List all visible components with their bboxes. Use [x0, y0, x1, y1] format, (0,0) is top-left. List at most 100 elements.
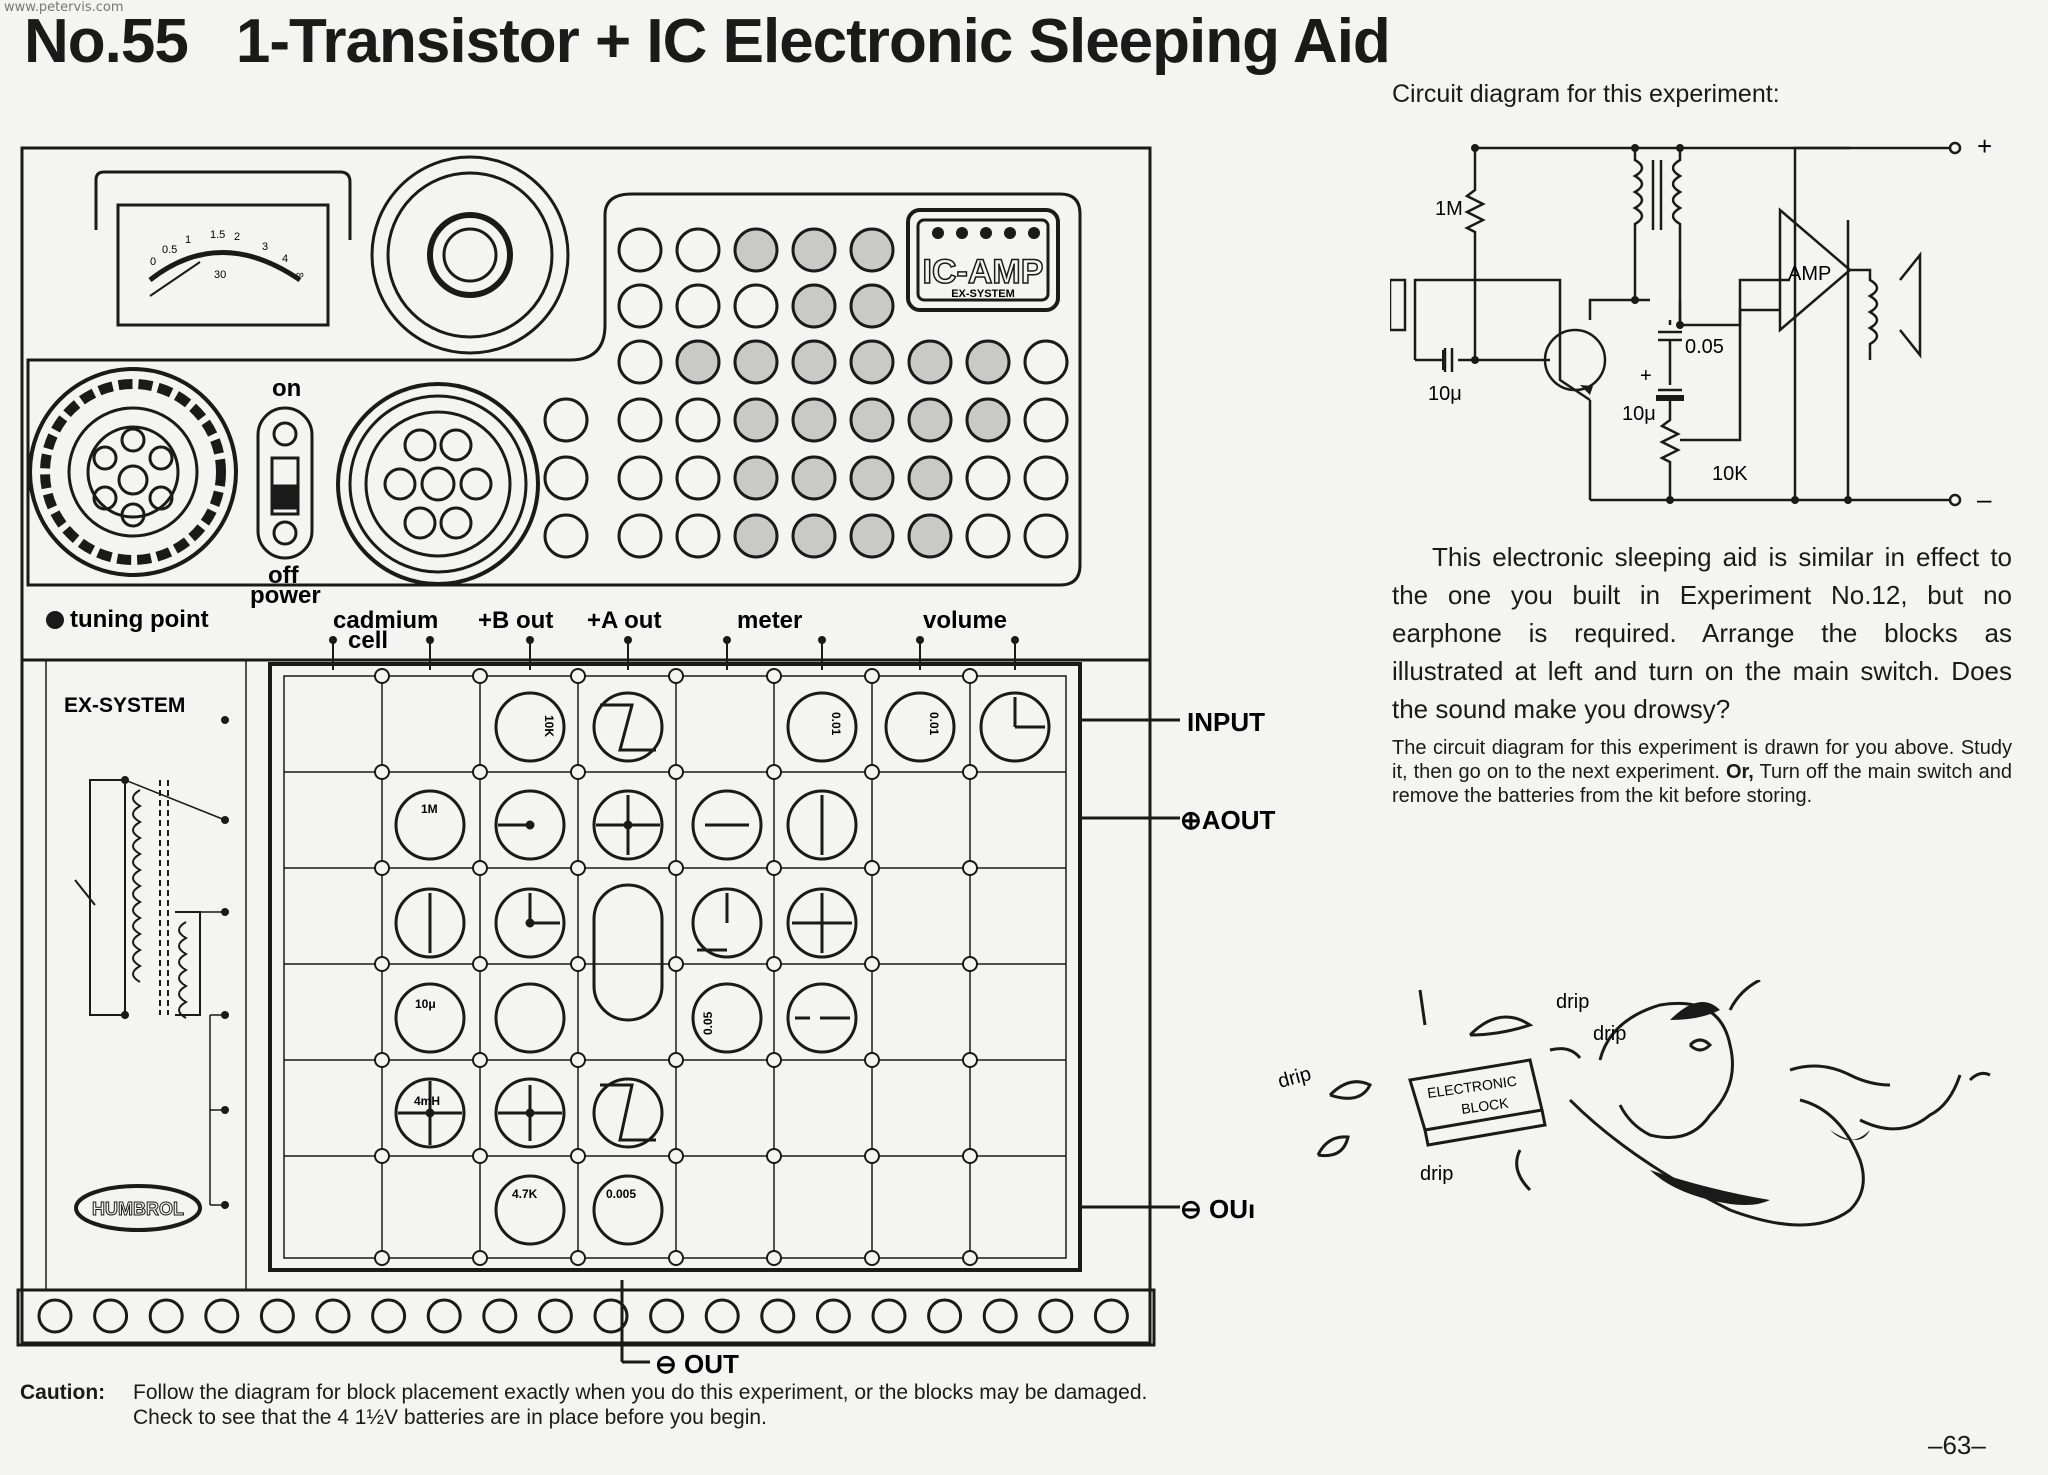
page-number: –63–	[1928, 1430, 1986, 1460]
meter-scale-3: 1.5	[210, 229, 225, 241]
panel-hole	[1023, 339, 1069, 385]
terminal-hole	[426, 1298, 462, 1334]
drip-label-4: drip	[1420, 1163, 1453, 1185]
panel-hole	[791, 283, 837, 329]
block-10u-label: 10μ	[415, 997, 436, 1011]
terminal-hole	[315, 1298, 351, 1334]
circuit-caption: Circuit diagram for this experiment:	[1392, 80, 1780, 108]
board-pin	[864, 956, 880, 972]
terminal-hole	[760, 1298, 796, 1334]
panel-hole	[1023, 513, 1069, 559]
terminal-hole	[371, 1298, 407, 1334]
board-pin	[766, 668, 782, 684]
panel-hole	[791, 513, 837, 559]
board-pin	[668, 1148, 684, 1164]
terminal-volume-label: volume	[923, 607, 1007, 634]
out-bottom-label: ⊖ OUT	[655, 1349, 739, 1379]
terminal-hole	[982, 1298, 1018, 1334]
note-or-label: Or,	[1726, 761, 1754, 783]
panel-hole	[791, 455, 837, 501]
panel-hole	[617, 227, 663, 273]
drip-label-3: drip	[1593, 1023, 1626, 1045]
ic-amp-badge-sub: EX-SYSTEM	[951, 288, 1015, 300]
panel-hole	[907, 339, 953, 385]
panel-hole	[907, 455, 953, 501]
panel-hole	[1023, 397, 1069, 443]
terminal-hole	[815, 1298, 851, 1334]
drip-label-2: drip	[1556, 991, 1589, 1013]
board-pin	[472, 1052, 488, 1068]
circuit-pot-label: 10K	[1712, 463, 1748, 485]
board-pin	[374, 860, 390, 876]
board-pin	[374, 1250, 390, 1266]
out-right-label: ⊖ OUı	[1180, 1194, 1255, 1224]
description-paragraph: This electronic sleeping aid is similar …	[1392, 542, 2012, 724]
panel-hole	[965, 513, 1011, 559]
terminal-hole	[649, 1298, 685, 1334]
meter-scale-mid: 30	[214, 269, 226, 281]
panel-hole	[675, 455, 721, 501]
ic-amp-badge-text: IC-AMP	[923, 253, 1044, 291]
board-pin	[570, 668, 586, 684]
board-pin	[962, 668, 978, 684]
board-pin	[668, 764, 684, 780]
circuit-plus-terminal: +	[1977, 131, 1992, 161]
panel-hole	[675, 339, 721, 385]
board-pin	[962, 1148, 978, 1164]
board-pin	[374, 1148, 390, 1164]
board-pin	[570, 1250, 586, 1266]
terminal-hole	[259, 1298, 295, 1334]
drip-label-1: drip	[1276, 1063, 1314, 1093]
caution-text: Follow the diagram for block placement e…	[133, 1381, 1148, 1429]
panel-hole	[733, 227, 779, 273]
board-pin	[472, 956, 488, 972]
meter-scale-7: ∞	[296, 269, 304, 281]
tuning-point-label: tuning point	[70, 606, 209, 633]
panel-hole	[617, 455, 663, 501]
panel-hole	[791, 227, 837, 273]
circuit-c10u-in-label: 10μ	[1428, 383, 1462, 405]
panel-hole	[849, 513, 895, 559]
board-pin	[570, 860, 586, 876]
site-watermark: www.petervis.com	[4, 0, 124, 15]
terminal-hole	[704, 1298, 740, 1334]
circuit-amp-label: AMP	[1788, 263, 1831, 285]
board-pin	[472, 1250, 488, 1266]
board-pin	[962, 956, 978, 972]
block-sign-line-2: BLOCK	[1460, 1094, 1510, 1117]
circuit-minus-terminal: –	[1977, 484, 1992, 514]
humbrol-logo: HUMBROL	[92, 1199, 184, 1219]
sleeping-illustration: drip drip drip drip ELECTRONIC BLOCK	[1276, 980, 1991, 1227]
board-pin	[570, 956, 586, 972]
panel-hole	[675, 513, 721, 559]
panel-hole	[675, 397, 721, 443]
switch-on-label: on	[272, 375, 301, 402]
panel-hole	[617, 339, 663, 385]
caution-label: Caution:	[20, 1381, 106, 1404]
panel-hole	[849, 339, 895, 385]
board-pin	[668, 956, 684, 972]
terminal-hole	[482, 1298, 518, 1334]
meter-scale-4: 2	[234, 231, 240, 243]
block-10k-label: 10K	[542, 715, 556, 737]
circuit-diagram: 1M 10μ 0.05 + 10μ 10K AMP + –	[1390, 131, 1992, 514]
board-pin	[864, 860, 880, 876]
panel-hole	[849, 283, 895, 329]
aout-label: ⊕AOUT	[1180, 805, 1276, 835]
circuit-c005-label: 0.05	[1685, 336, 1724, 358]
switch-off-label: off	[268, 562, 300, 589]
circuit-c10u-out-label: 10μ	[1622, 403, 1656, 425]
note-line-1: The circuit diagram for this experiment …	[1392, 737, 2012, 783]
panel-hole	[791, 339, 837, 385]
terminal-hole	[537, 1298, 573, 1334]
board-pin	[864, 764, 880, 780]
panel-hole	[849, 227, 895, 273]
board-pin	[766, 1250, 782, 1266]
block-1m-label: 1M	[421, 802, 438, 816]
panel-hole	[849, 397, 895, 443]
panel-hole	[733, 455, 779, 501]
board-pin	[864, 1052, 880, 1068]
meter-scale-2: 1	[185, 234, 191, 246]
board-pin	[766, 1052, 782, 1068]
